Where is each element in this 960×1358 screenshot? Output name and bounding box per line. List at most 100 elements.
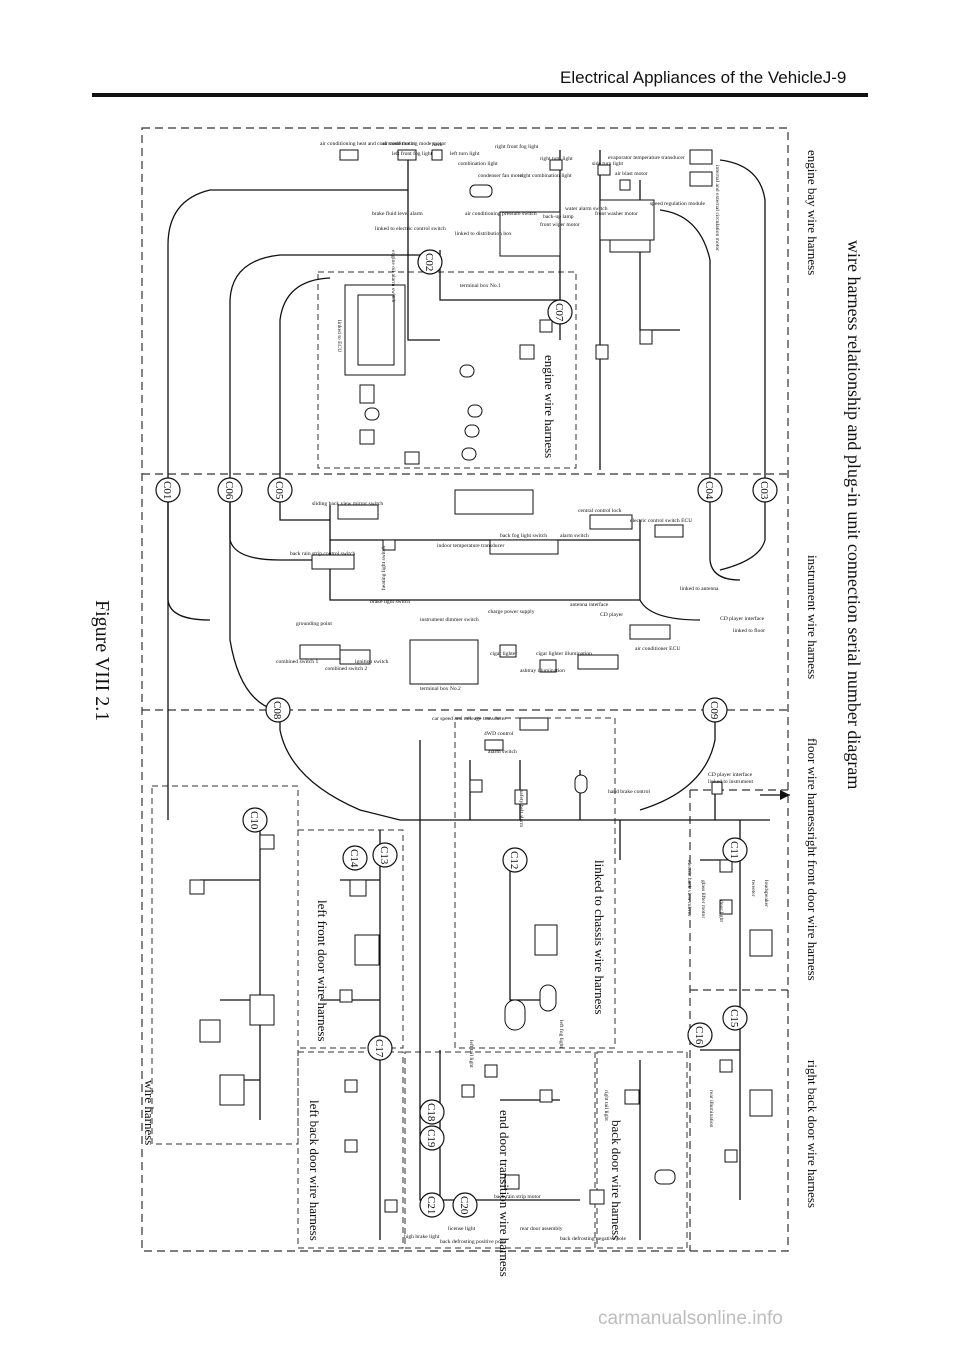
connector-label-c10: C10: [248, 811, 260, 830]
connector-label-c11: C11: [728, 841, 740, 859]
label-engine-wire-harness: engine wire harness: [542, 355, 557, 458]
component-label: electric back view mirror: [686, 860, 692, 917]
component-label: back defrosting negative pole: [560, 1235, 627, 1242]
component-label: heating light switch: [381, 546, 387, 590]
inner-harness-labels: engine wire harness linked to chassis wi…: [142, 355, 624, 1277]
component-label: CD player interface: [720, 615, 765, 622]
component-label: left tail light: [468, 1040, 475, 1068]
component-label: door light: [718, 900, 724, 922]
component-label: right tail light: [603, 1090, 609, 1121]
connector-label-c17: C17: [373, 1039, 385, 1058]
component-label: air conditioning heat and cool mode moto…: [320, 141, 416, 147]
component-label: electric control switch ECU: [630, 518, 692, 524]
connector-label-c03: C03: [758, 481, 770, 500]
component-label: condenser fan motor: [478, 172, 524, 179]
component-label: hand brake control: [608, 789, 650, 795]
component-label: linked to antenna: [680, 586, 719, 592]
connector-label-c02: C02: [423, 253, 435, 271]
component-label: rear door assembly: [520, 1226, 563, 1232]
component-label: glass lifter motor: [700, 880, 707, 918]
component-label: back rain strip control switch: [290, 551, 355, 557]
component-label: side turn light: [592, 161, 624, 167]
component-label: central control lock: [578, 508, 622, 514]
left-front-door-box: [297, 829, 404, 1049]
connector-label-c14: C14: [348, 849, 360, 868]
harness-arrow-icon: [780, 790, 790, 800]
component-labels: air conditioning heat and cool mode moto…: [276, 141, 769, 1245]
trunk-lines: [167, 150, 790, 1240]
component-label: alarm switch: [488, 749, 517, 755]
component-label: evaporator temperature transducer: [608, 155, 685, 161]
component-boxes: [189, 149, 773, 1213]
component-label: horn: [432, 142, 442, 148]
component-label: linked to electric control switch: [375, 226, 446, 232]
component-label: speed regulation module: [650, 201, 706, 207]
connector-label-c04: C04: [703, 481, 715, 500]
harness-section-labels: engine bay wire harness instrument wire …: [805, 150, 820, 1208]
component-label: right combination light: [520, 173, 572, 179]
component-label: instrument dimmer switch: [420, 617, 479, 623]
component-label: combination light: [458, 161, 498, 167]
component-label: 4WD control: [484, 731, 514, 737]
header-rule: [92, 93, 868, 97]
diagram-main-title: wire harness relationship and plug-in un…: [844, 240, 864, 789]
label-back-door: back door wire harness: [609, 1120, 624, 1240]
connector-label-c21: C21: [425, 1196, 437, 1214]
section-label-right-front-door: right front door wire harness: [805, 832, 820, 981]
component-label: linked to distribution box: [455, 231, 512, 237]
label-end-door: end door transition wire harness: [497, 1110, 512, 1277]
component-label: CD player interface: [708, 771, 753, 778]
component-label: alarm switch: [560, 533, 589, 539]
connector-label-c16: C16: [693, 1026, 705, 1045]
figure-caption: Figure VIII 2.1: [91, 600, 113, 721]
component-label: combined switch 1: [276, 659, 318, 665]
label-left-wire-harness: wire harness: [142, 1080, 157, 1145]
component-label: ignition switch: [355, 659, 389, 665]
connector-label-c15: C15: [728, 1009, 740, 1028]
label-linked-chassis: linked to chassis wire harness: [592, 860, 607, 1015]
component-label: right turn light: [540, 156, 573, 162]
component-label: car speed and mileage transducer: [432, 716, 506, 722]
component-label: air conditioning pressure switch: [465, 211, 537, 217]
page-header-title: Electrical Appliances of the VehicleJ-9: [560, 68, 847, 87]
connector-label-c08: C08: [271, 701, 283, 720]
connector-label-c09: C09: [708, 701, 720, 720]
component-label: sliding back view mirror switch: [312, 501, 383, 507]
component-label: rear illumination: [708, 1090, 714, 1128]
component-label: right front fog light: [495, 143, 539, 150]
component-label: left fog light: [558, 1020, 565, 1048]
component-label: front washer motor: [595, 210, 638, 217]
connector-rings: [155, 249, 778, 1218]
label-left-back-door: left back door wire harness: [307, 1100, 322, 1241]
component-label: loudspeaker: [763, 880, 769, 907]
component-label: linked to instrument: [708, 779, 754, 785]
connector-label-c01: C01: [161, 481, 173, 499]
component-label: air blast motor: [615, 171, 648, 177]
component-label: cigar lighter: [490, 651, 517, 657]
component-label: tweeter: [750, 880, 756, 897]
component-label: combined switch 2: [325, 666, 367, 672]
component-label: left front fog light: [392, 150, 433, 157]
component-label: water alarm switch: [565, 206, 608, 212]
component-label: high brake light: [404, 1234, 440, 1240]
component-label: air conditioner ECU: [635, 646, 680, 652]
component-label: left turn light: [450, 150, 480, 157]
component-label: air conditioning mode motor: [382, 141, 446, 147]
component-label: grounding point: [296, 621, 332, 627]
component-label: antenna interface: [570, 601, 609, 608]
component-label: back-up lamp: [543, 214, 574, 220]
connector-label-c07: C07: [553, 303, 565, 322]
component-label: back fog light switch: [500, 532, 547, 539]
component-label: front wiper motor: [540, 221, 580, 228]
connector-label-c19: C19: [425, 1129, 437, 1148]
component-label: cigar lighter illumination: [536, 651, 592, 657]
component-label: engine oil alarm switch: [390, 250, 396, 303]
connector-label-c20: C20: [458, 1196, 470, 1215]
component-label: back rain strip motor: [494, 1194, 541, 1200]
component-label: license light: [448, 1226, 476, 1232]
connector-label-c05: C05: [273, 481, 285, 500]
engine-wire-box: [317, 271, 577, 469]
component-label: terminal box No.1: [460, 283, 501, 289]
section-label-engine-bay: engine bay wire harness: [805, 150, 820, 275]
